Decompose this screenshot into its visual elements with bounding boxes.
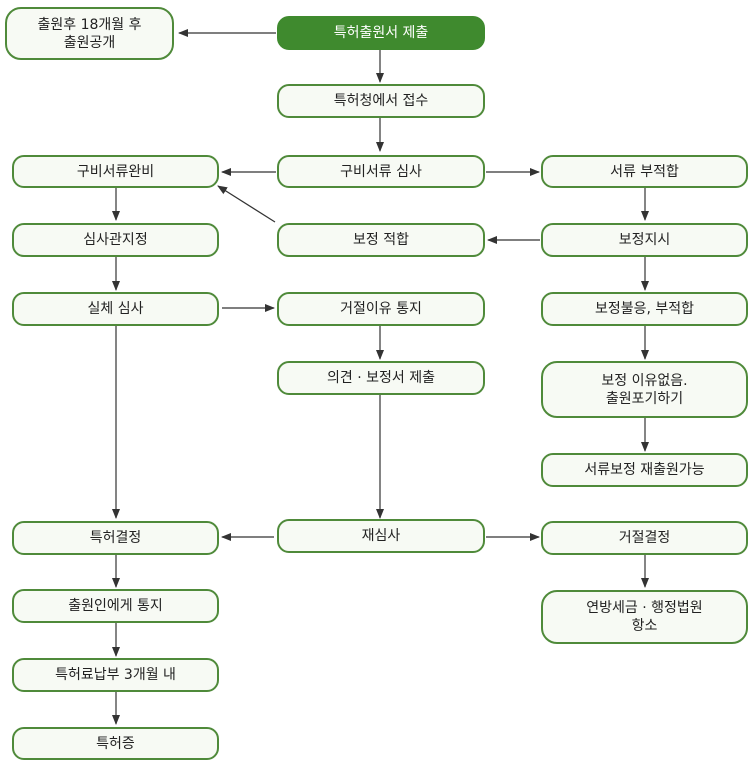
node-publish: 출원후 18개월 후 출원공개 [5,7,174,60]
node-formal-review: 구비서류 심사 [277,155,485,188]
node-amend-fail: 보정불응, 부적합 [541,292,748,326]
node-amend-ok: 보정 적합 [277,223,485,257]
node-receive: 특허청에서 접수 [277,84,485,118]
node-refile: 서류보정 재출원가능 [541,453,748,487]
node-docs-complete: 구비서류완비 [12,155,219,188]
node-submit: 특허출원서 제출 [277,16,485,50]
node-reexam: 재심사 [277,519,485,553]
node-certificate: 특허증 [12,727,219,760]
node-grant: 특허결정 [12,521,219,555]
node-appeal: 연방세금 · 행정법원 항소 [541,590,748,644]
node-notify: 출원인에게 통지 [12,589,219,623]
node-amend-order: 보정지시 [541,223,748,257]
node-substantive: 실체 심사 [12,292,219,326]
node-no-reason: 보정 이유없음. 출원포기하기 [541,361,748,418]
node-reject: 거절결정 [541,521,748,555]
node-fee: 특허료납부 3개월 내 [12,658,219,692]
arrow-amendok-to-complete [217,185,276,223]
node-opinion: 의견 · 보정서 제출 [277,361,485,395]
node-rejection-notice: 거절이유 통지 [277,292,485,326]
node-examiner: 심사관지정 [12,223,219,257]
node-docs-unfit: 서류 부적합 [541,155,748,188]
